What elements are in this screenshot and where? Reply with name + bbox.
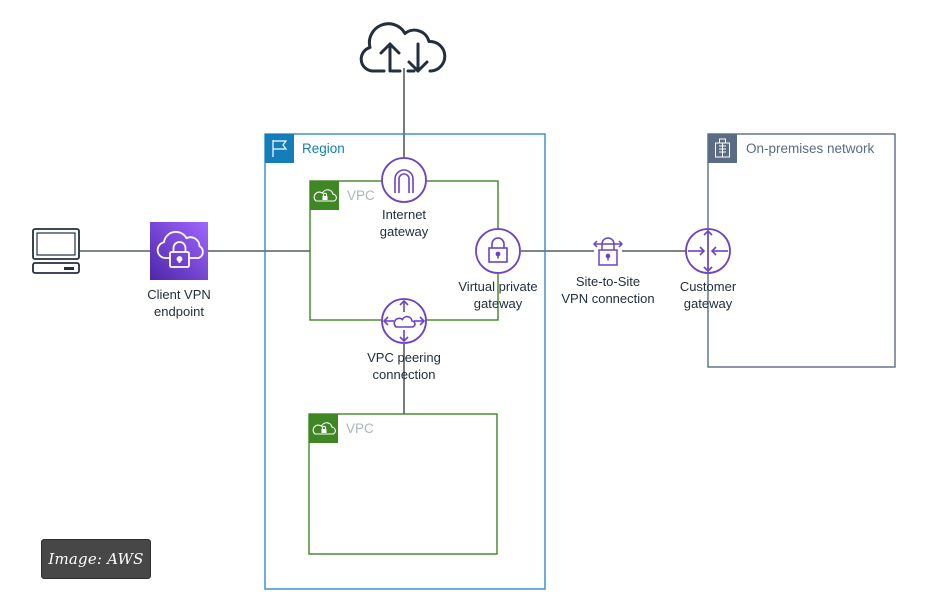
vpc-peering-icon	[382, 299, 426, 343]
client-vpn-endpoint-node: Client VPN endpoint	[147, 222, 211, 319]
vpc-peering-label-line1: VPC peering	[367, 350, 441, 365]
onprem-label: On-premises network	[746, 141, 875, 156]
region-group: Region	[264, 133, 546, 590]
vpc-bottom-label: VPC	[346, 421, 374, 436]
site-to-site-label-line1: Site-to-Site	[576, 274, 640, 289]
customer-gateway-label-line1: Customer	[680, 279, 737, 294]
client-vpn-label-line1: Client VPN	[147, 287, 211, 302]
building-icon	[715, 138, 730, 158]
site-to-site-label-line2: VPN connection	[561, 291, 654, 306]
vpc-peering-node: VPC peering connection	[367, 298, 441, 382]
vpc-bottom-group: VPC	[308, 413, 498, 555]
customer-gateway-router-icon	[688, 229, 728, 273]
site-to-site-vpn-node: Site-to-Site VPN connection	[561, 234, 655, 306]
virtual-private-gateway-node: Virtual private gateway	[458, 228, 538, 311]
virtual-private-gateway-padlock-icon	[488, 237, 508, 263]
customer-gateway-label-line2: gateway	[684, 296, 733, 311]
onprem-group: On-premises network	[707, 133, 896, 368]
image-credit-caption: Image: AWS	[41, 539, 151, 579]
vpc-bottom-cloud-lock-icon	[312, 422, 336, 435]
vpc-peering-label-line2: connection	[373, 367, 436, 382]
virtual-private-gateway-label-line1: Virtual private	[458, 279, 537, 294]
client-laptop-icon	[32, 228, 80, 274]
customer-gateway-node: Customer gateway	[680, 228, 737, 311]
client-vpn-badge	[150, 222, 208, 280]
flag-icon	[272, 140, 288, 157]
client-vpn-cloud-lock-icon	[156, 230, 204, 268]
vpc-bottom-border	[308, 413, 498, 555]
virtual-private-gateway-label-line2: gateway	[474, 296, 523, 311]
site-to-site-padlock-arrows-icon	[592, 237, 624, 266]
internet-cloud-upload-download-icon	[359, 22, 447, 73]
client-vpn-label-line2: endpoint	[154, 304, 204, 319]
internet-gateway-node: Internet gateway	[380, 157, 429, 239]
onprem-border	[707, 133, 896, 368]
region-label: Region	[302, 141, 345, 156]
internet-gateway-arch-icon	[394, 169, 414, 193]
vpc-top-label: VPC	[347, 188, 375, 203]
internet-gateway-label-line2: gateway	[380, 224, 429, 239]
region-border	[264, 133, 546, 590]
internet-gateway-label-line1: Internet	[382, 207, 426, 222]
vpc-top-cloud-lock-icon	[313, 189, 337, 202]
